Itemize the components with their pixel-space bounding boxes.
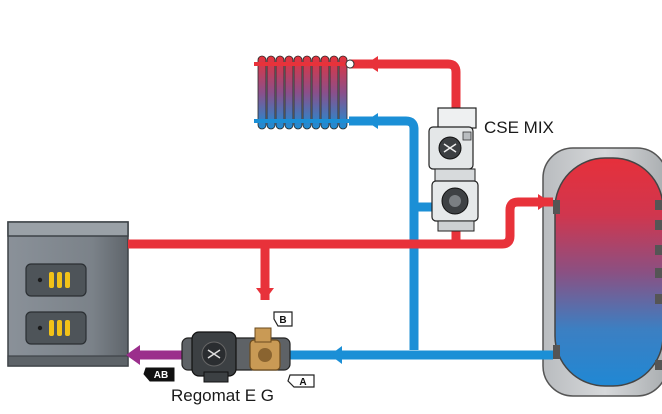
port-tag-ab: AB — [143, 367, 175, 382]
boiler-icon — [7, 221, 129, 367]
port-tag-b: B — [273, 311, 293, 327]
boiler-panel-bottom — [25, 311, 87, 345]
regomat-label: Regomat E G — [171, 386, 274, 405]
boiler-panel-top — [25, 263, 87, 297]
flow-arrow-icon — [330, 346, 342, 364]
port-tag-ab-text: AB — [154, 370, 168, 381]
flow-arrow-icon — [126, 345, 140, 365]
cse-mix-label: CSE MIX — [484, 118, 554, 137]
port-tag-b-text: B — [279, 315, 286, 326]
buffer-tank-icon — [542, 147, 662, 397]
radiator-icon — [254, 55, 355, 130]
port-tag-a: A — [287, 374, 315, 388]
pump-mixing-group-icon — [428, 107, 479, 232]
regomat-pump-group-icon — [181, 327, 291, 383]
mixed-outlet-pipe — [126, 345, 182, 365]
flow-arrow-icon — [256, 288, 274, 300]
flow-arrow-icon — [366, 113, 378, 129]
flow-arrow-icon — [538, 194, 550, 210]
flow-arrow-icon — [366, 56, 378, 72]
port-tag-a-text: A — [299, 377, 306, 388]
